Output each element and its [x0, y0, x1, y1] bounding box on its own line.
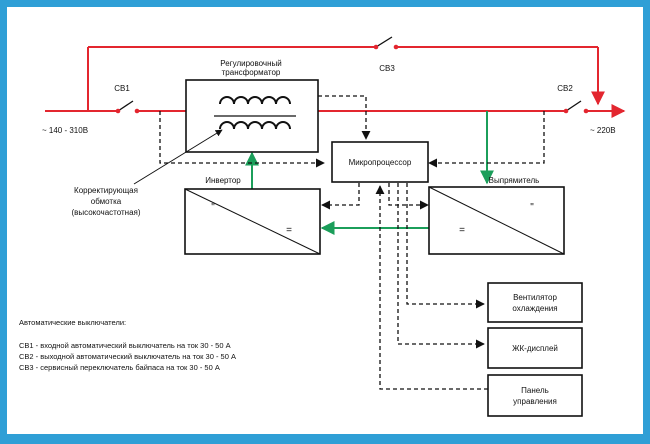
- legend-title: Автоматические выключатели:: [19, 318, 126, 327]
- microprocessor-block: [331, 141, 429, 183]
- cb2-label: СВ2: [557, 84, 573, 93]
- panel-label-line-2: управления: [513, 397, 557, 406]
- switch-cb1: [115, 100, 140, 114]
- mcu-to-fan-line: [406, 183, 485, 309]
- transformer-bottom-coil-icon: [219, 121, 291, 130]
- cb1-label: СВ1: [114, 84, 130, 93]
- switch-cb2: [563, 100, 589, 114]
- transformer-label-line-2: трансформатор: [222, 68, 281, 77]
- control-lines: [159, 95, 545, 390]
- mcu-to-inverter-line: [321, 183, 360, 210]
- rectifier-dc-symbol: =: [459, 225, 465, 236]
- winding-label-line-3: (высокочастотная): [71, 208, 140, 217]
- rectifier-label: Выпрямитель: [489, 176, 540, 185]
- legend-item-cb2: СВ2 - выходной автоматический выключател…: [19, 352, 236, 361]
- transformer-to-mcu-line: [318, 95, 371, 140]
- inverter-label: Инвертор: [205, 176, 241, 185]
- legend-item-cb1: СВ1 - входной автоматический выключатель…: [19, 341, 231, 350]
- signal-lines: [245, 111, 494, 235]
- panel-label-line-1: Панель: [521, 386, 549, 395]
- cb3-label: СВ3: [379, 64, 395, 73]
- mcu-to-rectifier-line: [388, 183, 429, 210]
- inverter-block: [184, 188, 321, 255]
- transformer-top-coil-icon: [219, 96, 291, 105]
- diagram-frame: СВ1 СВ2 СВ3 ~ 140 - 310В ~ 220В Регулиро…: [7, 7, 643, 434]
- ups-block-diagram: СВ1 СВ2 СВ3 ~ 140 - 310В ~ 220В Регулиро…: [19, 36, 626, 417]
- lcd-block: [487, 327, 583, 369]
- power-lines: [45, 46, 626, 118]
- input-to-mcu-line: [159, 111, 325, 168]
- panel-block: [487, 374, 583, 417]
- mcu-to-lcd-line: [397, 183, 485, 349]
- output-to-mcu-line: [428, 111, 545, 168]
- input-voltage-label: ~ 140 - 310В: [42, 126, 88, 135]
- panel-to-mcu-line: [375, 185, 488, 390]
- inverter-dc-symbol: =: [286, 225, 292, 236]
- microprocessor-label: Микропроцессор: [349, 158, 412, 167]
- winding-label-line-2: обмотка: [91, 197, 122, 206]
- fan-label-line-2: охлаждения: [512, 304, 557, 313]
- legend-item-cb3: СВ3 - сервисный переключатель байпаса на…: [19, 363, 220, 372]
- switch-cb3: [373, 36, 399, 50]
- output-voltage-label: ~ 220В: [590, 126, 616, 135]
- fan-block: [487, 282, 583, 323]
- rectifier-block: [428, 186, 565, 255]
- legend: Автоматические выключатели: СВ1 - входно…: [19, 318, 236, 372]
- rectifier-ac-symbol: ": [530, 202, 534, 213]
- inverter-ac-symbol: ": [211, 202, 215, 213]
- transformer-label-line-1: Регулировочный: [220, 59, 281, 68]
- transformer-block: [185, 79, 319, 153]
- fan-label-line-1: Вентилятор: [513, 293, 557, 302]
- winding-label-line-1: Корректирующая: [74, 186, 138, 195]
- lcd-label: ЖК-дисплей: [512, 344, 558, 353]
- winding-leader-line: [133, 129, 223, 185]
